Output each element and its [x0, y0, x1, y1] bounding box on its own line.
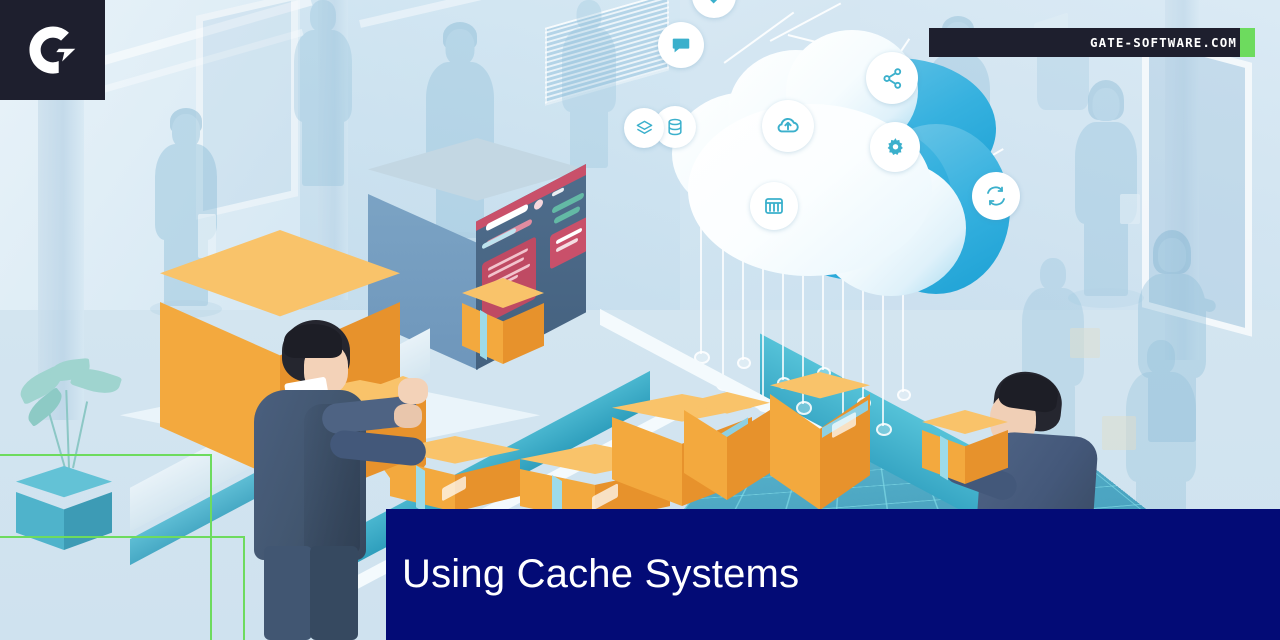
silhouette-hair [170, 108, 202, 134]
silhouette-hair [443, 22, 477, 50]
box-left-face [770, 394, 820, 510]
silhouette-legs [1084, 218, 1128, 296]
decoration-line-vertical-lower [243, 536, 245, 640]
box-right-face [727, 410, 770, 500]
silhouette-body [155, 144, 217, 240]
worker-hand [398, 378, 428, 404]
background-person-2 [288, 0, 358, 195]
silhouette-shadow [1068, 288, 1144, 308]
background-pillar-right [1165, 0, 1199, 360]
site-url-badge-accent [1240, 28, 1255, 57]
silhouette-head [1092, 88, 1120, 121]
cardboard-box [770, 372, 870, 510]
share-nodes-icon [866, 52, 918, 104]
box-left-face [612, 417, 682, 506]
plant-stem [65, 390, 70, 469]
box-right-face [503, 303, 544, 364]
layers-icon [624, 108, 664, 148]
box-right-face [965, 430, 1008, 484]
background-person-6 [1068, 80, 1144, 308]
silhouette-legs [1148, 372, 1196, 442]
cardboard-box [684, 392, 770, 500]
worker-hair-fringe [284, 324, 342, 358]
potted-plant [6, 357, 126, 550]
plant-pot-left [16, 492, 64, 550]
silhouette-head [445, 29, 475, 65]
silhouette-carried-box [1102, 416, 1136, 450]
silhouette-carried-box [1070, 328, 1100, 358]
silhouette-body [1126, 372, 1196, 482]
silhouette-legs [302, 116, 344, 186]
cloud-upload-icon [762, 100, 814, 152]
cardboard-box-small [462, 278, 544, 364]
silhouette-head [1147, 340, 1175, 374]
silhouette-held-bag [1120, 194, 1140, 224]
silhouette-held-item [198, 214, 216, 258]
silhouette-head [310, 0, 336, 32]
decoration-line-horizontal-lower [0, 536, 245, 538]
worker-right [922, 368, 1110, 578]
silhouette-body [294, 30, 352, 122]
gate-software-logo[interactable] [0, 0, 105, 100]
worker-leg-right [310, 546, 358, 640]
silhouette-body [1022, 288, 1084, 386]
box-tape [940, 435, 948, 481]
server-stack-icon [750, 182, 798, 230]
silhouette-head [1158, 238, 1186, 272]
gear-icon [870, 122, 920, 172]
background-person-4 [556, 0, 622, 170]
site-url-badge[interactable]: GATE-SOFTWARE.COM [929, 28, 1255, 57]
page-title: Using Cache Systems [402, 552, 800, 596]
cloud-platform [620, 0, 1040, 340]
article-title-bar: Using Cache Systems [386, 509, 1280, 640]
decoration-line-horizontal-upper [0, 454, 212, 456]
silhouette-head [576, 0, 602, 30]
silhouette-body [1075, 122, 1137, 224]
worker-leg-left [264, 546, 312, 640]
silhouette-head [172, 114, 200, 148]
silhouette-legs [570, 106, 608, 168]
refresh-sync-icon [972, 172, 1020, 220]
logo-g-icon [28, 26, 75, 74]
chat-bubble-icon [658, 22, 704, 68]
decoration-line-vertical-upper [210, 454, 212, 640]
silhouette-body [562, 28, 616, 112]
site-url-text: GATE-SOFTWARE.COM [1089, 35, 1237, 50]
box-left-face [684, 410, 727, 500]
worker-hand [394, 404, 422, 428]
silhouette-hair [1153, 230, 1191, 274]
worker-left [248, 318, 428, 640]
plant-pot-right [64, 492, 112, 550]
plant-stem [72, 401, 89, 469]
box-tape [480, 309, 487, 361]
silhouette-hair [1088, 80, 1124, 120]
background-person-7 [1130, 230, 1218, 442]
silhouette-head [1040, 258, 1066, 290]
tag-icon [692, 0, 736, 18]
silhouette-body [1138, 274, 1206, 378]
cardboard-box-carried [922, 410, 1008, 484]
